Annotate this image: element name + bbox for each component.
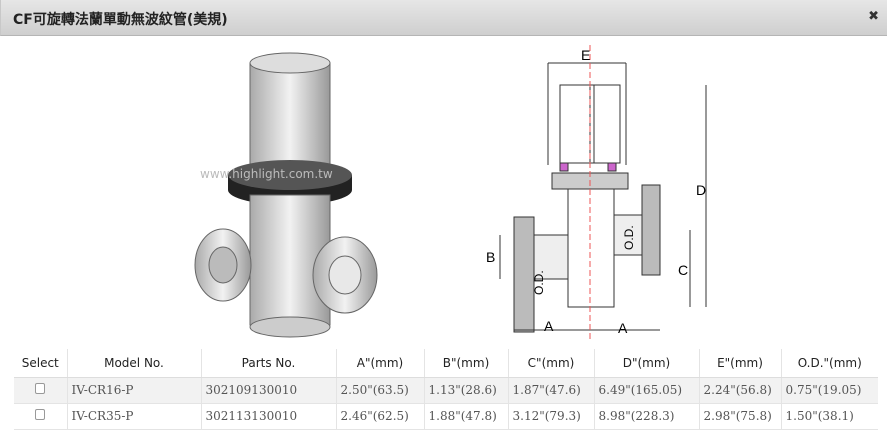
col-parts: Parts No.: [200, 349, 336, 378]
select-checkbox[interactable]: [35, 383, 46, 394]
dim-od1: O.D.: [532, 270, 546, 295]
dim-e: E: [581, 47, 590, 63]
e-cell: 2.98"(75.8): [698, 403, 781, 430]
dim-a1: A: [544, 318, 554, 334]
c-cell: 3.12"(79.3): [507, 403, 594, 430]
product-3d-image: www.highlight.com.tw: [194, 52, 378, 338]
b-cell: 1.13"(28.6): [423, 377, 508, 404]
col-c: C"(mm): [507, 349, 594, 378]
table-row: IV-CR16-P 302109130010 2.50"(63.5) 1.13"…: [14, 377, 878, 404]
col-select: Select: [14, 349, 67, 378]
col-b: B"(mm): [423, 349, 508, 378]
watermark: www.highlight.com.tw: [200, 167, 333, 181]
col-od: O.D."(mm): [780, 349, 878, 378]
d-cell: 8.98"(228.3): [593, 403, 699, 430]
close-icon[interactable]: ✖: [868, 9, 879, 24]
a-cell: 2.50"(63.5): [335, 377, 424, 404]
od-cell: 0.75"(19.05): [780, 377, 878, 404]
select-checkbox[interactable]: [35, 409, 46, 420]
dimension-drawing: E D C B A A O.D. O.D.: [486, 45, 707, 340]
table-header: Select Model No. Parts No. A"(mm) B"(mm)…: [14, 349, 878, 378]
e-cell: 2.24"(56.8): [698, 377, 781, 404]
parts-cell: 302113130010: [200, 403, 336, 430]
dim-d: D: [696, 182, 706, 198]
col-model: Model No.: [66, 349, 201, 378]
a-cell: 2.46"(62.5): [335, 403, 424, 430]
dim-c: C: [678, 262, 688, 278]
col-a: A"(mm): [335, 349, 424, 378]
d-cell: 6.49"(165.05): [593, 377, 699, 404]
b-cell: 1.88"(47.8): [423, 403, 508, 430]
dim-od2: O.D.: [622, 225, 636, 250]
od-cell: 1.50"(38.1): [780, 403, 878, 430]
model-cell: IV-CR35-P: [66, 403, 201, 430]
col-e: E"(mm): [698, 349, 781, 378]
dim-a2: A: [618, 320, 628, 336]
col-d: D"(mm): [593, 349, 699, 378]
table-row: IV-CR35-P 302113130010 2.46"(62.5) 1.88"…: [14, 403, 878, 430]
parts-table: Select Model No. Parts No. A"(mm) B"(mm)…: [14, 349, 878, 430]
dialog-titlebar: CF可旋轉法蘭單動無波紋管(美規) ✖: [0, 0, 887, 36]
model-cell: IV-CR16-P: [66, 377, 201, 404]
parts-cell: 302109130010: [200, 377, 336, 404]
c-cell: 1.87"(47.6): [507, 377, 594, 404]
dialog-title: CF可旋轉法蘭單動無波紋管(美規): [13, 12, 228, 28]
dim-b: B: [486, 249, 495, 265]
